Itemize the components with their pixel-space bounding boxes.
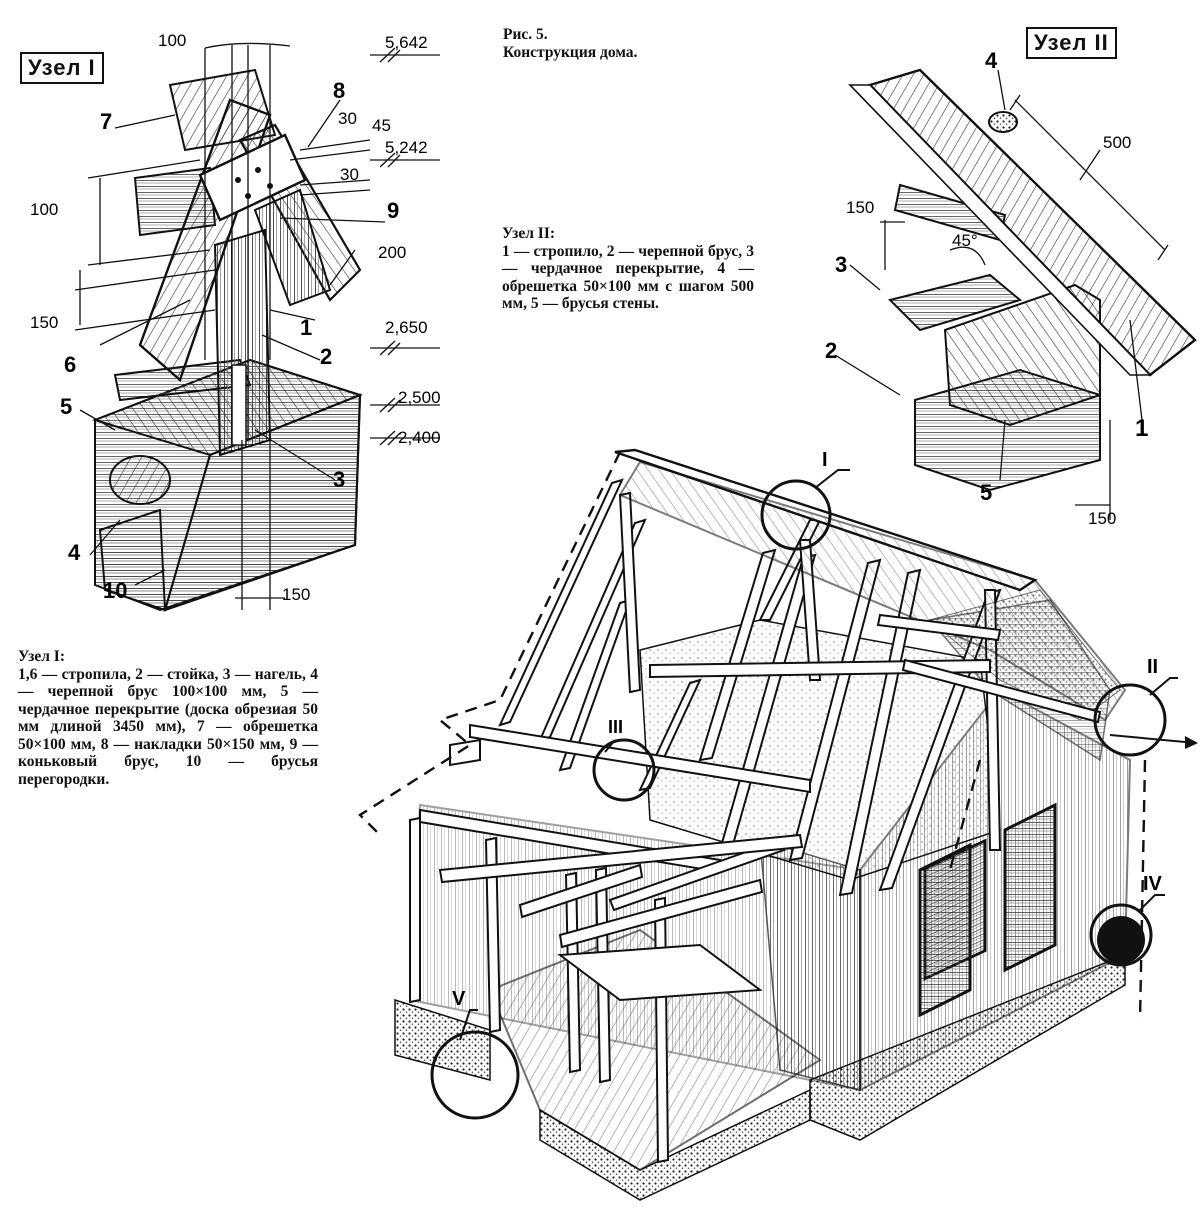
house-callout-II: II xyxy=(1147,656,1158,678)
node1-legend: Узел I: 1,6 — стропила, 2 — стойка, 3 — … xyxy=(18,648,318,788)
node1-overlay-plate xyxy=(198,133,307,222)
node1-legend-text: 1,6 — стропила, 2 — стойка, 3 — нагель, … xyxy=(18,665,318,788)
node1-dim-45: 45 xyxy=(372,116,391,135)
figure-number: Рис. 5. xyxy=(503,26,548,43)
node2-title-box: Узел II xyxy=(1026,27,1117,59)
node1-part-1: 1 xyxy=(300,315,312,340)
node1-post xyxy=(213,228,272,457)
node2-legend: Узел II: 1 — стропило, 2 — черепной брус… xyxy=(502,225,754,313)
node1-legend-title: Узел I: xyxy=(18,648,65,665)
node1-dim-bottom: 150 xyxy=(282,585,310,604)
node1-dim-left: 100 xyxy=(30,200,58,219)
node2-dim-500: 500 xyxy=(1103,133,1131,152)
node2-legend-title: Узел II: xyxy=(502,225,556,242)
figure-title: Конструкция дома. xyxy=(503,43,638,61)
node1-dimension-lines xyxy=(74,42,440,610)
node1-part-5: 5 xyxy=(60,394,72,419)
node2-dim-150a: 150 xyxy=(846,198,874,217)
house-callout-V: V xyxy=(452,988,466,1010)
node1-part-10: 10 xyxy=(103,578,127,603)
node1-part-3: 3 xyxy=(333,467,345,492)
node2-part-1: 1 xyxy=(1135,415,1148,442)
node2-detail: 4 3 2 1 5 500 150 45° 150 xyxy=(825,48,1197,528)
node1-dim-150: 150 xyxy=(30,313,58,332)
node2-part-5: 5 xyxy=(980,480,992,505)
node1-part-7: 7 xyxy=(100,109,112,134)
node1-part-2: 2 xyxy=(320,344,332,369)
node1-dim-30a: 30 xyxy=(338,109,357,128)
house-callout-I: I xyxy=(822,449,828,471)
node2-part-4: 4 xyxy=(985,48,998,73)
node2-dim-angle: 45° xyxy=(952,231,978,250)
house-callout-III: III xyxy=(608,717,623,737)
node2-part-2: 2 xyxy=(825,338,837,363)
node2-legend-text: 1 — стропило, 2 — черепной брус, 3 — чер… xyxy=(502,242,754,313)
node1-part-8: 8 xyxy=(333,78,345,103)
node1-part-9: 9 xyxy=(387,198,399,223)
figure-caption: Рис. 5. Конструкция дома. xyxy=(503,26,763,61)
node1-log-wall xyxy=(91,358,363,612)
node1-level-2: 5,242 xyxy=(385,138,428,157)
node1-detail: 7 8 9 6 2 3 5 4 10 1 100 100 150 30 45 3… xyxy=(30,31,441,612)
node1-dim-200: 200 xyxy=(378,243,406,262)
node2-part-3: 3 xyxy=(835,252,847,277)
node1-level-3: 2,650 xyxy=(385,318,428,337)
node1-level-5: 2,400 xyxy=(398,428,441,447)
node1-part-6: 6 xyxy=(64,352,76,377)
node1-level-4: 2,500 xyxy=(398,388,441,407)
house-callout-IV: IV xyxy=(1143,873,1163,895)
house-callout-circles xyxy=(430,479,1167,1120)
node1-dim-top: 100 xyxy=(158,31,186,50)
house-drawing: I II III IV V xyxy=(358,448,1198,1201)
node2-dim-150b: 150 xyxy=(1088,509,1116,528)
node1-part-4: 4 xyxy=(68,540,81,565)
node1-level-1: 5,642 xyxy=(385,33,428,52)
node1-dim-30b: 30 xyxy=(340,165,359,184)
node1-title-box: Узел I xyxy=(20,52,104,84)
